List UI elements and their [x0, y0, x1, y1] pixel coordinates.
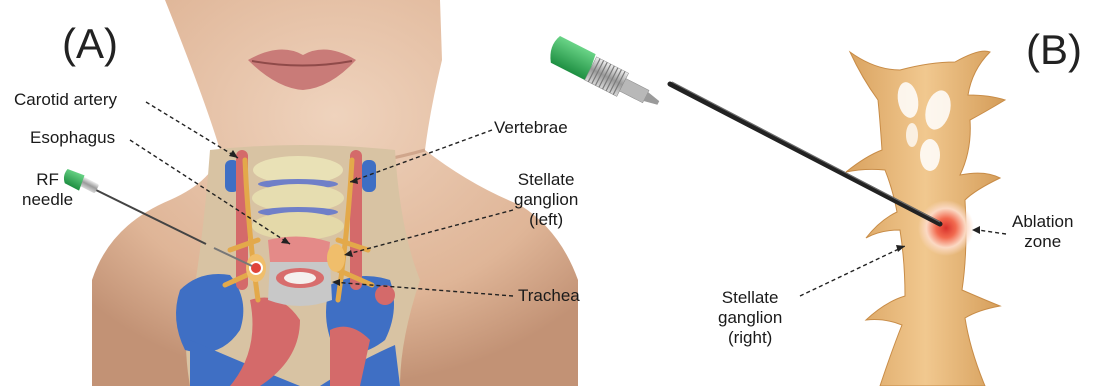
- label-rf-needle: RF needle: [22, 170, 73, 210]
- label-carotid-artery: Carotid artery: [14, 90, 117, 110]
- label-vertebrae: Vertebrae: [494, 118, 568, 138]
- ablation-zone-b: [918, 200, 974, 256]
- label-esophagus: Esophagus: [30, 128, 115, 148]
- stellate-ganglion-left-a: [327, 244, 345, 272]
- label-ablation-zone: Ablation zone: [1012, 212, 1073, 252]
- label-stellate-right: Stellate ganglion (right): [718, 288, 782, 348]
- ablation-spot-a: [250, 262, 262, 274]
- panel-label-a: (A): [62, 22, 118, 66]
- panel-label-b: (B): [1026, 28, 1082, 72]
- esophagus: [268, 236, 330, 266]
- label-stellate-left: Stellate ganglion (left): [514, 170, 578, 230]
- vertebrae-column: [252, 156, 344, 240]
- neck-illustration: [61, 0, 578, 386]
- label-trachea: Trachea: [518, 286, 580, 306]
- trachea: [268, 262, 332, 306]
